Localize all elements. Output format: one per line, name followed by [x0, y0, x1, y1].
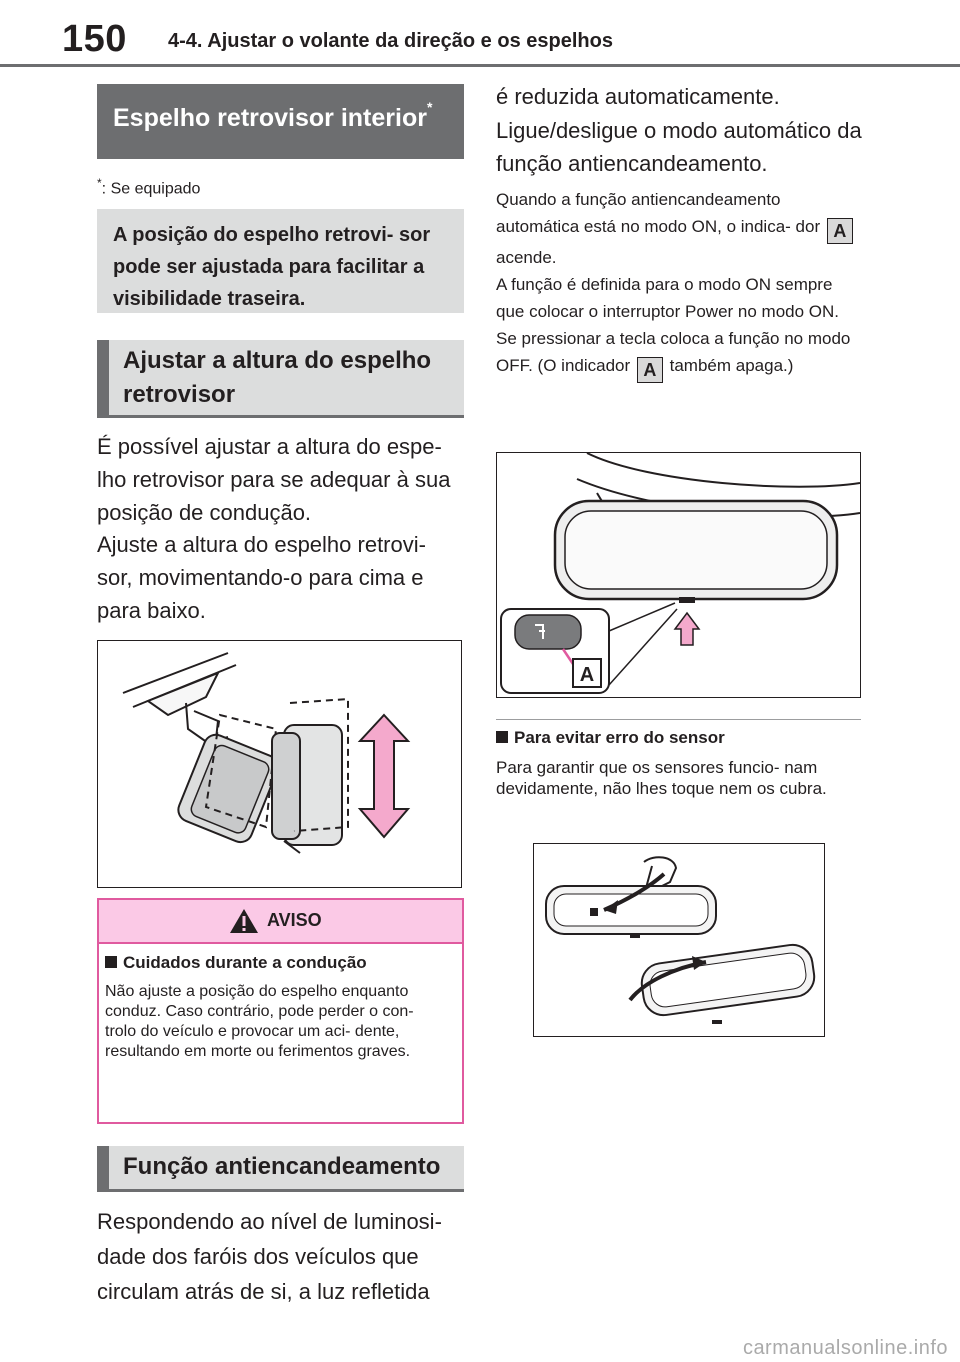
antiglare-note-e: também apaga.) — [669, 356, 794, 375]
warning-triangle-icon — [230, 909, 258, 933]
footnote-symbol: * — [97, 176, 102, 190]
indicator-a-icon-2: A — [636, 357, 663, 383]
height-paragraph-2: Ajuste a altura do espelho retrovi- sor,… — [97, 532, 426, 623]
antiglare-note-d: Se pressionar a tecla coloca a função no… — [496, 329, 851, 375]
footnote-marker: * — [426, 99, 433, 115]
antiglare-note-c: A função é definida para o modo ON sempr… — [496, 275, 840, 321]
chapter-title: 4-4. Ajustar o volante da direção e os e… — [168, 30, 613, 52]
page-number: 150 — [62, 18, 127, 60]
intro-box: A posição do espelho retrovi- sor pode s… — [97, 209, 464, 313]
antiglare-note: Quando a função antiencandeamento automá… — [496, 186, 860, 383]
footnote-text: : Se equipado — [101, 180, 201, 198]
sensor-heading: Para evitar erro do sensor — [496, 727, 725, 749]
footnote: *: Se equipado — [97, 176, 200, 198]
antiglare-paragraph-1: é reduzida automaticamente. — [496, 84, 780, 109]
sensor-title: Para evitar erro do sensor — [514, 728, 725, 747]
antiglare-note-b: acende. — [496, 248, 557, 267]
section-title-mirror: Espelho retrovisor interior* — [97, 84, 464, 159]
warning-title: AVISO — [267, 910, 322, 930]
watermark: carmanualsonline.info — [742, 1337, 948, 1359]
sensor-location-illustration — [533, 843, 825, 1037]
callout-a-label: A — [580, 664, 594, 686]
warning-text: Não ajuste a posição do espelho enquanto… — [105, 983, 414, 1060]
mirror-height-drawing — [122, 652, 411, 854]
bullet-square-icon — [105, 956, 117, 968]
sensor-text: Para garantir que os sensores funcio- na… — [496, 758, 827, 798]
divider — [496, 719, 861, 720]
sensor-location-drawing — [545, 856, 816, 1024]
section-title-antiglare: Função antiencandeamento — [97, 1146, 464, 1192]
antiglare-paragraph-1-start: Respondendo ao nível de luminosi-dade do… — [97, 1209, 442, 1304]
warning-header: AVISO — [99, 900, 462, 944]
height-paragraph-1: É possível ajustar a altura do espe- lho… — [97, 434, 451, 525]
warning-subtitle: Cuidados durante a condução — [123, 953, 367, 972]
antiglare-switch-illustration: A — [496, 452, 861, 698]
section-title-height: Ajustar a altura do espelho retrovisor — [97, 340, 464, 418]
header-rule — [0, 64, 960, 67]
antiglare-note-a: Quando a função antiencandeamento automá… — [496, 190, 821, 236]
warning-box: AVISO Cuidados durante a condução Não aj… — [97, 898, 464, 1124]
section-title-mirror-text: Espelho retrovisor interior — [113, 104, 427, 132]
antiglare-switch-drawing: A — [500, 452, 861, 694]
mirror-height-illustration — [97, 640, 462, 888]
antiglare-paragraph-2: Ligue/desligue o modo automático da funç… — [496, 118, 862, 176]
indicator-a-icon: A — [826, 218, 853, 244]
bullet-square-icon-2 — [496, 731, 508, 743]
